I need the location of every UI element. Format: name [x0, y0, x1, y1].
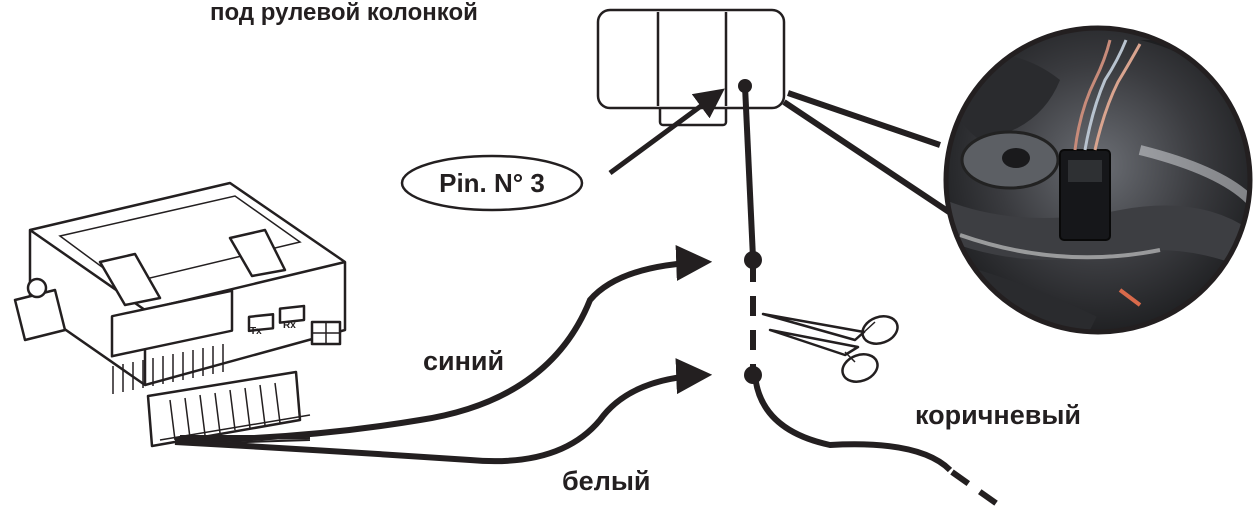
- photo-leader-line-top: [787, 90, 941, 148]
- rx-label: Rx: [283, 320, 296, 331]
- scissors-icon: [761, 312, 899, 383]
- control-module-icon: Tx Rx: [13, 181, 347, 394]
- tx-label: Tx: [250, 326, 262, 337]
- pin-arrow: [608, 88, 725, 176]
- steering-column-photo: [943, 25, 1253, 335]
- heading-label: под рулевой колонкой: [210, 0, 478, 26]
- wire-bundle: [174, 435, 311, 445]
- steering-column-connector-icon: [596, 8, 786, 127]
- photo-leader-line-bottom: [782, 99, 954, 217]
- brown-wire: [738, 79, 1002, 506]
- white-wire-label: белый: [562, 466, 651, 496]
- blue-wire-label: синий: [423, 346, 504, 376]
- white-wire: [174, 358, 713, 465]
- brown-wire-label: коричневый: [915, 400, 1081, 430]
- pin-label: Pin. N° 3: [439, 168, 545, 198]
- pin-label-badge: Pin. N° 3: [400, 154, 584, 212]
- harness-plug-icon: [146, 370, 311, 448]
